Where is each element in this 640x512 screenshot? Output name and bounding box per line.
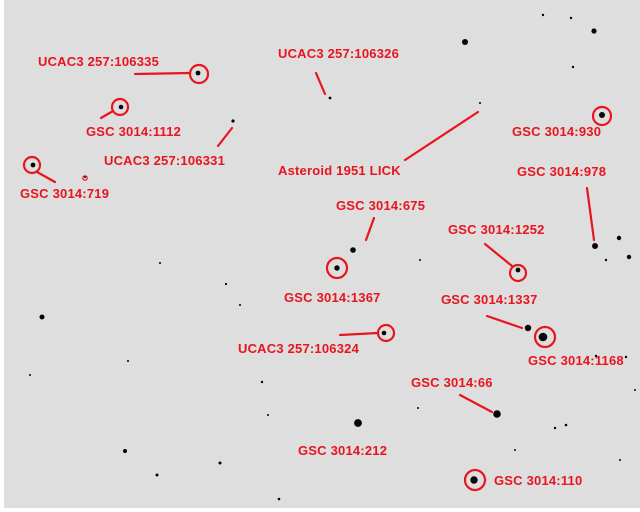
star <box>39 314 45 320</box>
leader-line-gsc-3014-66 <box>458 393 494 414</box>
star <box>127 360 129 362</box>
marker-circle-gsc-3014-1112 <box>110 97 130 117</box>
star <box>619 459 621 461</box>
star <box>616 235 622 241</box>
star <box>239 304 241 306</box>
label-gsc-3014-212: GSC 3014:212 <box>298 443 388 458</box>
label-asteroid-1951-lick: Asteroid 1951 LICK <box>278 163 401 178</box>
leader-line-gsc-3014-719 <box>35 170 57 184</box>
star <box>30 162 36 168</box>
star <box>569 16 573 20</box>
star <box>470 476 478 484</box>
label-gsc-3014-1367: GSC 3014:1367 <box>284 290 381 305</box>
leader-line-gsc-3014-1112 <box>99 109 115 120</box>
leader-line-ucac3-257-106326 <box>314 71 327 96</box>
star <box>277 497 281 501</box>
star <box>123 449 127 453</box>
label-gsc-3014-930: GSC 3014:930 <box>512 124 602 139</box>
image-border-bottom <box>0 508 640 512</box>
image-border-left <box>0 0 4 512</box>
star <box>479 102 481 104</box>
marker-circle-gsc-3014-719 <box>22 155 42 175</box>
star <box>231 119 235 123</box>
leader-line-ucac3-257-106324 <box>338 331 380 337</box>
star <box>224 282 228 286</box>
leader-line-ucac3-257-106335 <box>133 71 192 76</box>
star <box>334 265 340 271</box>
marker-circle-gsc-3014-110 <box>463 468 487 492</box>
label-gsc-3014-66: GSC 3014:66 <box>411 375 493 390</box>
marker-circle-gsc-3014-1168 <box>533 325 557 349</box>
marker-circle-gsc-3014-1367 <box>325 256 349 280</box>
star <box>195 70 201 76</box>
star <box>624 355 628 359</box>
star <box>381 330 387 336</box>
star <box>604 258 608 262</box>
leader-line-ucac3-257-106331 <box>216 126 234 148</box>
label-ucac3-257-106335: UCAC3 257:106335 <box>38 54 159 69</box>
label-gsc-3014-1252: GSC 3014:1252 <box>448 222 545 237</box>
star <box>515 267 521 273</box>
star <box>155 473 159 477</box>
star <box>514 449 516 451</box>
star <box>626 254 632 260</box>
star <box>218 461 222 465</box>
label-gsc-3014-978: GSC 3014:978 <box>517 164 607 179</box>
leader-line-gsc-3014-1337 <box>485 314 524 330</box>
marker-circle-gsc-3014-1252 <box>508 263 528 283</box>
star <box>591 28 597 34</box>
label-ucac3-257-106324: UCAC3 257:106324 <box>238 341 359 356</box>
star <box>267 414 269 416</box>
leader-line-gsc-3014-978 <box>585 186 596 242</box>
star <box>592 243 598 249</box>
star <box>29 374 31 376</box>
star <box>553 426 557 430</box>
star <box>419 259 421 261</box>
star <box>462 39 468 45</box>
label-gsc-3014-110: GSC 3014:110 <box>494 473 583 488</box>
label-gsc-3014-1112: GSC 3014:1112 <box>86 124 182 139</box>
star <box>571 65 575 69</box>
star <box>354 419 362 427</box>
star <box>524 324 532 332</box>
label-gsc-3014-1168: GSC 3014:1168 <box>528 353 624 368</box>
stars-layer <box>29 13 636 501</box>
star <box>599 112 605 118</box>
star <box>493 410 501 418</box>
label-gsc-3014-675: GSC 3014:675 <box>336 198 426 213</box>
star <box>541 13 545 17</box>
star <box>118 104 124 110</box>
star <box>564 423 568 427</box>
leader-line-gsc-3014-1252 <box>483 242 514 268</box>
star <box>449 299 451 301</box>
label-gsc-3014-1337: GSC 3014:1337 <box>441 292 538 307</box>
label-ucac3-257-106326: UCAC3 257:106326 <box>278 46 399 61</box>
star <box>159 262 161 264</box>
marker-circle-gsc-3014-930 <box>591 105 613 127</box>
star <box>634 389 636 391</box>
star <box>594 354 598 358</box>
label-ucac3-257-106331: UCAC3 257:106331 <box>104 153 225 168</box>
star <box>417 407 419 409</box>
star <box>328 96 332 100</box>
star <box>350 247 356 253</box>
leader-line-asteroid-1951-lick <box>403 110 480 162</box>
label-gsc-3014-719: GSC 3014:719 <box>20 186 110 201</box>
annotation-layer <box>22 63 613 492</box>
star <box>538 332 548 342</box>
star <box>84 176 86 178</box>
leader-line-gsc-3014-675 <box>364 216 376 242</box>
marker-circle-small <box>82 175 88 181</box>
star <box>260 380 264 384</box>
